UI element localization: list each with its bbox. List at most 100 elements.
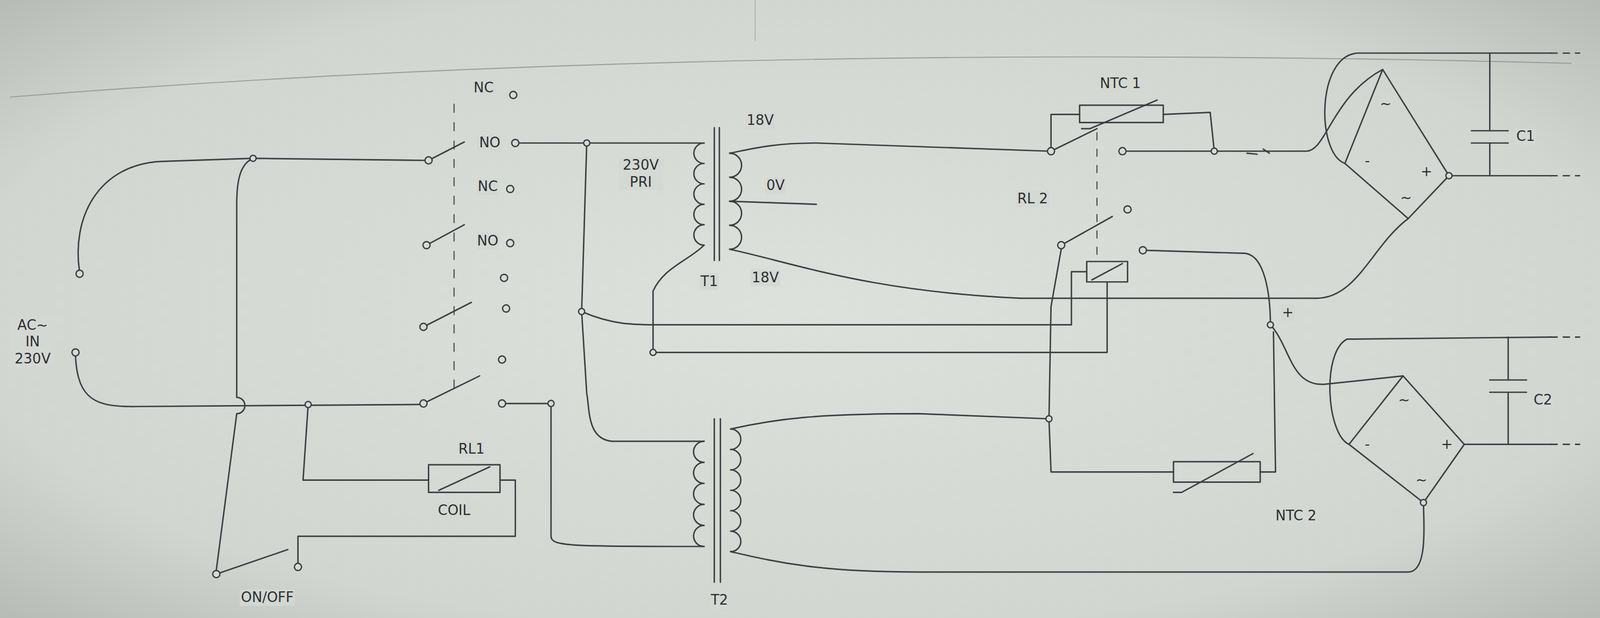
relay-wire	[1142, 250, 1271, 325]
dc-rail	[1550, 337, 1580, 445]
component-label: +	[1419, 163, 1434, 180]
component-label: C1	[1515, 128, 1536, 146]
junction-dot	[583, 139, 590, 146]
ntc-thermistor	[1081, 100, 1158, 130]
relay-contact	[1047, 147, 1055, 155]
component-label: NTC 2	[1274, 507, 1318, 524]
component-label: 18V	[750, 269, 781, 286]
component-label: ~	[1399, 189, 1414, 207]
relay-coil	[438, 466, 491, 491]
mechanical-link	[1096, 132, 1098, 258]
component-label: ~	[1397, 392, 1412, 409]
ntc-thermistor	[1173, 453, 1253, 493]
component-label: C2	[1532, 392, 1554, 409]
component-label: 18V	[745, 112, 775, 129]
transformer-winding	[730, 428, 741, 552]
pencil-mark	[1246, 148, 1270, 155]
secondary-wire	[730, 413, 1174, 472]
junction-dot	[1211, 148, 1218, 155]
dc-rail	[1550, 53, 1580, 176]
junction-dot	[650, 349, 656, 356]
coil-wire	[302, 404, 429, 480]
bridge-rectifier	[1345, 69, 1450, 219]
switch-terminal	[294, 563, 302, 571]
bridge-rectifier	[1348, 375, 1464, 502]
ntc-wire	[1260, 331, 1276, 472]
component-label: NTC 1	[1098, 75, 1142, 92]
capacitor-symbol	[1489, 337, 1527, 445]
relay-contact	[512, 139, 519, 147]
terminals	[72, 91, 1453, 578]
primary-wire	[515, 142, 704, 144]
ntc-wire	[1163, 112, 1215, 152]
component-label: NO	[476, 232, 500, 250]
component-label: +	[1281, 304, 1295, 321]
junction-dot	[578, 308, 585, 315]
relay-blade	[1061, 216, 1113, 246]
ntc-thermistor	[1079, 105, 1164, 123]
mains-wire	[75, 356, 420, 407]
junction-dot	[1445, 172, 1452, 179]
ntc-thermistor	[1173, 461, 1261, 482]
relay-contact	[1123, 205, 1131, 213]
switch-terminal	[212, 570, 220, 578]
relay-contact	[502, 304, 510, 312]
mechanical-link	[453, 104, 455, 394]
component-label: -	[1363, 435, 1371, 453]
relay-coil	[1091, 263, 1123, 280]
junction-dot	[305, 401, 311, 407]
relay-contact	[425, 156, 432, 164]
dc-rail	[1324, 53, 1551, 164]
relay-contact	[419, 323, 427, 331]
component-label: 0V	[765, 177, 786, 195]
relay-blade	[423, 375, 480, 404]
component-label: T2	[709, 592, 730, 609]
secondary-wire	[730, 502, 1424, 572]
primary-wire	[652, 244, 704, 352]
ac-wire	[1214, 69, 1383, 151]
ac-wire	[1270, 324, 1404, 385]
switch-wire	[216, 158, 254, 570]
relay-contact	[1139, 246, 1147, 254]
component-label: ~	[1378, 96, 1393, 113]
relay-contact	[506, 239, 514, 247]
junction-dot	[1045, 415, 1052, 422]
relay-contact	[1057, 241, 1065, 249]
component-label: +	[1440, 435, 1454, 453]
relay-blade	[423, 302, 472, 327]
switch-blade	[216, 549, 288, 574]
component-label: NC	[476, 178, 500, 196]
junction-dot	[1267, 321, 1274, 328]
mains-wire	[77, 158, 424, 272]
relay-contact	[419, 399, 427, 407]
relay-blade	[428, 141, 465, 160]
junction-dot	[547, 400, 554, 406]
wiring	[75, 53, 1580, 582]
input-terminal	[72, 348, 79, 356]
ruled-line	[10, 57, 1572, 98]
relay-wire	[1049, 249, 1062, 419]
component-label: -	[1363, 153, 1371, 170]
component-label: COIL	[436, 501, 472, 519]
coil-wire	[652, 281, 1107, 352]
secondary-wire	[729, 218, 1408, 299]
relay-contact	[498, 399, 506, 407]
component-label: ON/OFF	[240, 588, 295, 606]
primary-wire	[501, 403, 704, 547]
component-label: RL 2	[1016, 190, 1050, 208]
coil-wire	[581, 271, 1087, 325]
secondary-wire	[729, 142, 1050, 154]
component-label: 230V PRI	[618, 156, 664, 190]
component-label: T1	[699, 273, 719, 291]
component-label: ~	[1414, 471, 1429, 488]
component-label: AC~ IN 230V	[10, 316, 55, 367]
relay-coil	[1086, 261, 1128, 282]
dc-rail	[1449, 174, 1551, 177]
transformer-core	[714, 418, 720, 582]
junction-dot	[250, 155, 256, 162]
transformer-winding	[693, 142, 704, 245]
relay-contact	[422, 241, 430, 249]
component-label: RL1	[457, 441, 486, 458]
